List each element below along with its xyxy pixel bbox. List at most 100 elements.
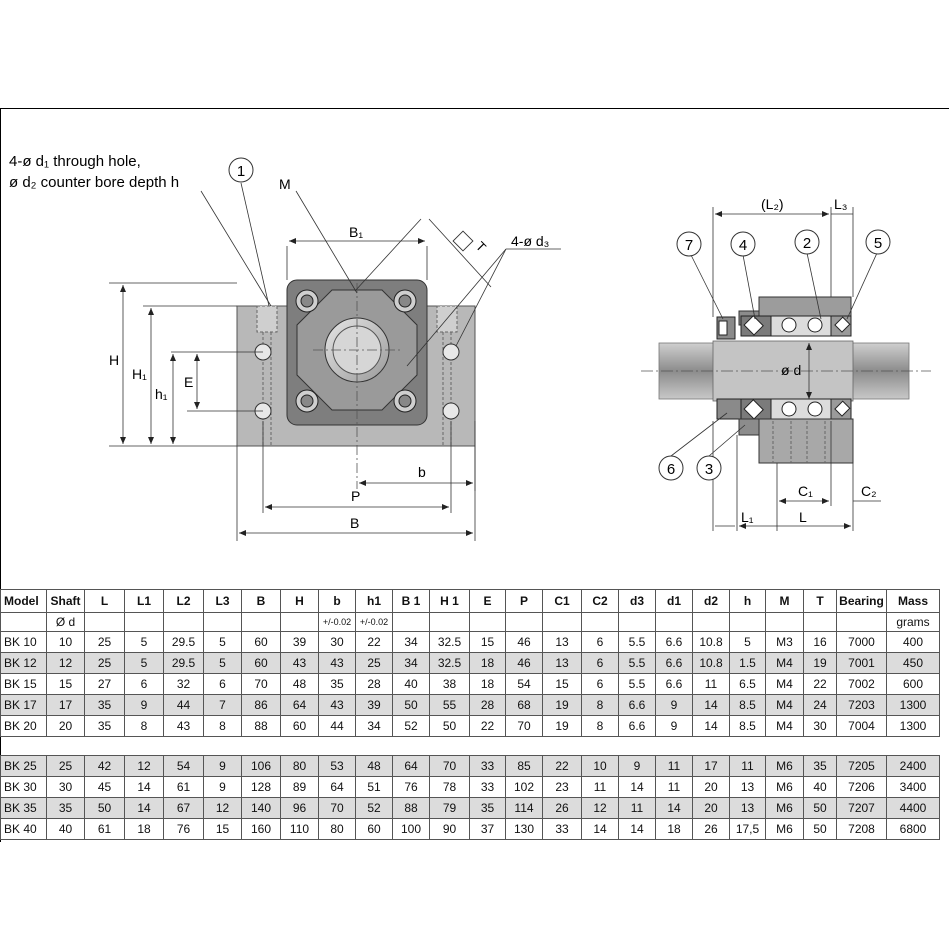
table-cell: BK 15 — [0, 673, 47, 695]
table-cell — [392, 612, 430, 632]
table-cell: 400 — [886, 631, 940, 653]
table-cell: 3400 — [886, 776, 940, 798]
table-cell: 140 — [241, 797, 281, 819]
table-cell: 106 — [241, 755, 281, 777]
table-cell: 22 — [803, 673, 837, 695]
dim-label-L: L — [799, 509, 807, 525]
table-cell: Shaft — [46, 589, 85, 613]
table-cell: grams — [886, 612, 940, 632]
table-cell: 32 — [163, 673, 204, 695]
table-gap-row — [0, 736, 940, 756]
table-cell: M4 — [765, 652, 804, 674]
table-cell: 7207 — [836, 797, 887, 819]
table-cell: 43 — [163, 715, 204, 737]
table-cell: b — [318, 589, 356, 613]
table-cell: 6 — [581, 631, 619, 653]
table-cell: 11 — [655, 755, 693, 777]
table-cell: 45 — [84, 776, 125, 798]
table-cell: 30 — [46, 776, 85, 798]
table-cell: 8 — [203, 715, 242, 737]
table-cell: 48 — [355, 755, 393, 777]
table-cell: BK 20 — [0, 715, 47, 737]
table-cell: M6 — [765, 797, 804, 819]
table-cell: 28 — [469, 694, 506, 716]
table-cell: 35 — [803, 755, 837, 777]
table-cell: 88 — [241, 715, 281, 737]
table-cell: L — [84, 589, 125, 613]
table-cell: 79 — [429, 797, 470, 819]
table-cell: M6 — [765, 818, 804, 840]
table-cell: 20 — [692, 797, 730, 819]
table-cell: 13 — [729, 797, 766, 819]
table-cell: 7 — [203, 694, 242, 716]
table-cell: 19 — [803, 652, 837, 674]
table-cell: 130 — [505, 818, 543, 840]
table-cell: 64 — [318, 776, 356, 798]
callout-7-text: 7 — [685, 237, 693, 254]
table-cell: T — [803, 589, 837, 613]
table-cell: 26 — [542, 797, 582, 819]
table-cell: 9 — [203, 755, 242, 777]
callout-1 — [228, 157, 254, 183]
table-cell: Bearing — [836, 589, 887, 613]
table-cell: 5 — [203, 631, 242, 653]
technical-drawing: 1 4-ø d₁ through hole, ø d₂ counter bore… — [9, 153, 931, 541]
table-cell: M3 — [765, 631, 804, 653]
table-cell — [765, 612, 804, 632]
table-cell: 7203 — [836, 694, 887, 716]
table-cell: 8.5 — [729, 715, 766, 737]
table-cell: 35 — [318, 673, 356, 695]
table-cell: 17 — [46, 694, 85, 716]
counterbore-left — [256, 305, 278, 333]
table-cell: C2 — [581, 589, 619, 613]
table-cell: 32.5 — [429, 652, 470, 674]
table-cell: B — [241, 589, 281, 613]
dim-label-B1: B₁ — [349, 224, 363, 240]
table-cell: 20 — [692, 776, 730, 798]
table-cell: 50 — [84, 797, 125, 819]
table-cell: 37 — [469, 818, 506, 840]
table-cell: 48 — [280, 673, 319, 695]
dim-label-M: M — [279, 176, 291, 192]
table-cell: 11 — [692, 673, 730, 695]
table-cell: 44 — [163, 694, 204, 716]
table-cell: 44 — [318, 715, 356, 737]
table-cell: 52 — [392, 715, 430, 737]
table-cell: 6 — [124, 673, 164, 695]
table-cell: 5.5 — [618, 631, 656, 653]
table-cell: 43 — [280, 652, 319, 674]
table-cell: 30 — [803, 715, 837, 737]
table-cell: 35 — [84, 694, 125, 716]
table-cell: 38 — [429, 673, 470, 695]
table-cell: M4 — [765, 715, 804, 737]
dim-label-C1: C₁ — [798, 483, 813, 499]
hole-note-d3: 4-ø d₃ — [511, 233, 549, 249]
table-cell: 34 — [355, 715, 393, 737]
table-cell: 18 — [655, 818, 693, 840]
dim-label-b: b — [418, 464, 426, 480]
table-cell: 60 — [241, 652, 281, 674]
table-cell: 14 — [692, 694, 730, 716]
dim-label-H1: H₁ — [132, 366, 147, 382]
table-cell: h1 — [355, 589, 393, 613]
table-cell: 7000 — [836, 631, 887, 653]
table-cell: 80 — [318, 818, 356, 840]
hole-note-line-1: 4-ø d₁ through hole, — [9, 153, 141, 170]
table-cell: 35 — [46, 797, 85, 819]
table-cell — [729, 612, 766, 632]
table-cell: 19 — [542, 715, 582, 737]
table-cell: 22 — [542, 755, 582, 777]
table-cell: 8 — [581, 694, 619, 716]
table-cell: 50 — [429, 715, 470, 737]
callout-4-text: 4 — [739, 237, 747, 254]
front-view: 1 4-ø d₁ through hole, ø d₂ counter bore… — [9, 153, 561, 541]
table-cell: 89 — [280, 776, 319, 798]
dim-label-d: ø d — [781, 362, 801, 378]
table-cell: 76 — [392, 776, 430, 798]
table-cell: 18 — [469, 673, 506, 695]
table-cell: 6 — [581, 652, 619, 674]
